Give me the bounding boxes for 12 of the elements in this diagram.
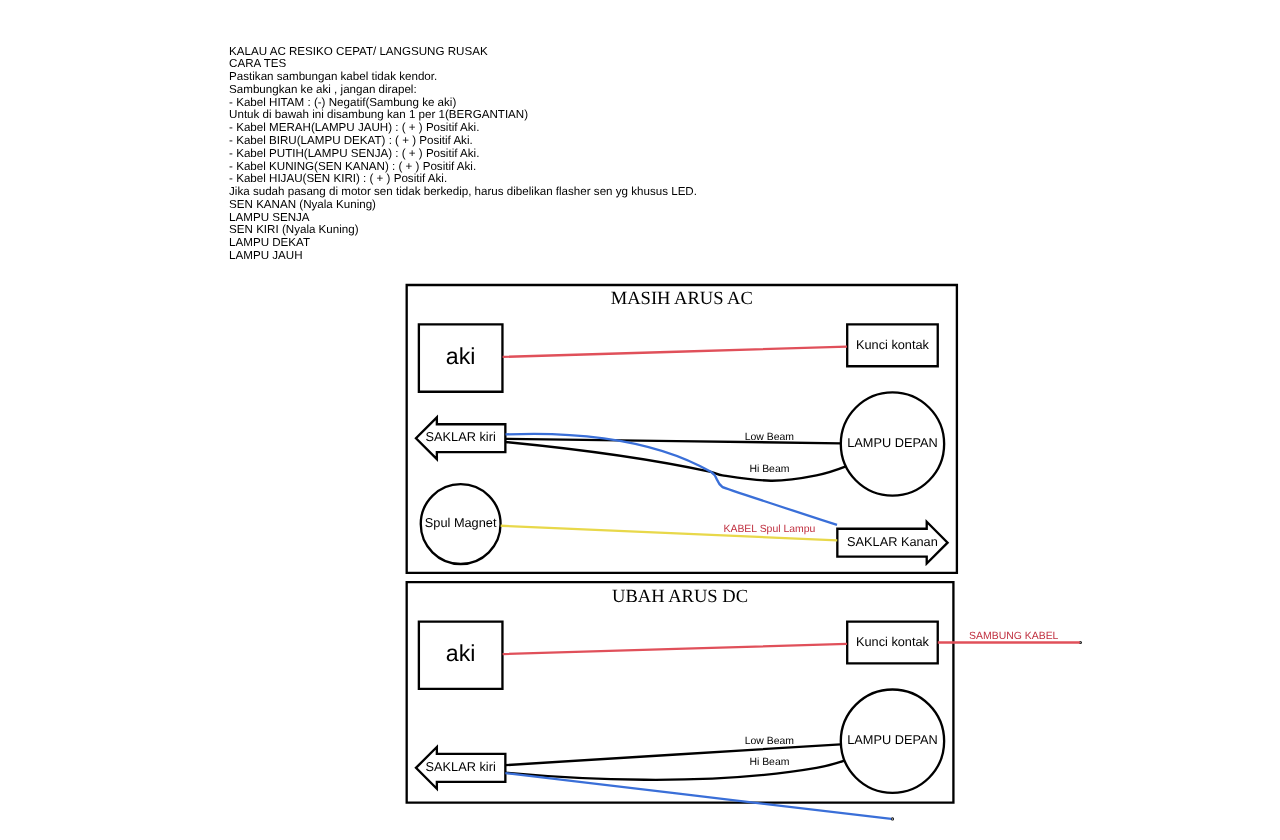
node-box: aki bbox=[416, 322, 503, 392]
connector bbox=[504, 758, 844, 780]
connector bbox=[936, 640, 1079, 643]
connector bbox=[501, 641, 846, 655]
connector bbox=[504, 770, 891, 820]
connector bbox=[504, 436, 840, 444]
connector bbox=[504, 439, 846, 481]
node-box: aki bbox=[416, 619, 503, 690]
connector bbox=[504, 742, 840, 766]
connector bbox=[501, 344, 846, 358]
connector bbox=[499, 523, 837, 541]
connector bbox=[504, 431, 837, 526]
